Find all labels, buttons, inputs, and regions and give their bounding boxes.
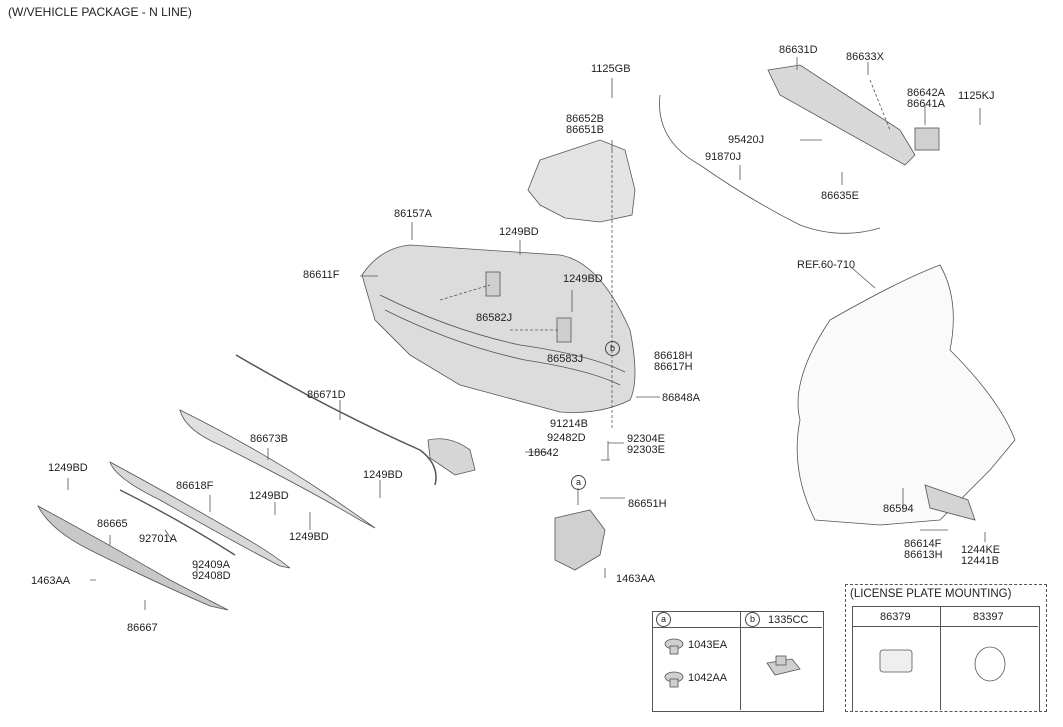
part-label: 1125GB: [591, 63, 631, 75]
part-label: 1249BD: [563, 273, 603, 285]
part-label: 83397: [973, 611, 1004, 623]
part-label: 86642A: [907, 87, 945, 99]
reflector-lamp: [427, 438, 476, 476]
part-label: 18642: [528, 447, 559, 459]
part-label: 86157A: [394, 208, 432, 220]
part-label: 1249BD: [363, 469, 403, 481]
part-label: 86631D: [779, 44, 818, 56]
license-plate-divider: [940, 606, 941, 710]
part-label: 1463AA: [31, 575, 71, 587]
common-parts-header: [652, 611, 822, 628]
common-parts-divider: [740, 611, 741, 710]
part-label: 1125KJ: [958, 90, 995, 102]
common-parts-table: [652, 611, 824, 712]
retainer-86583J: [556, 317, 572, 343]
part-label: 92482D: [547, 432, 586, 444]
part-label: 86594: [883, 503, 914, 515]
part-label: 1249BD: [48, 462, 88, 474]
part-label: 1043EA: [688, 639, 728, 651]
molding-86671D: [235, 354, 437, 486]
part-label: 91870J: [705, 151, 742, 163]
part-label: 1335CC: [768, 614, 809, 626]
ref-label: REF.60-710: [797, 259, 856, 271]
stay-86614F: [924, 484, 976, 521]
part-label: 86613H: [904, 549, 943, 561]
rear-bumper-cover: [361, 244, 636, 413]
pad-86379-icon: [879, 649, 913, 673]
part-label: 92408D: [192, 570, 231, 582]
part-label: 12441B: [961, 555, 999, 567]
garnish-86618F: [109, 461, 291, 569]
part-label: 92304E: [627, 433, 665, 445]
part-label: 86611F: [303, 269, 340, 281]
part-label: 86633X: [846, 51, 884, 63]
part-label: 92409A: [192, 559, 230, 571]
part-label: 86583J: [547, 353, 584, 365]
part-label: 1249BD: [289, 531, 329, 543]
part-label: 86848A: [662, 392, 700, 404]
part-label: 1042AA: [688, 672, 728, 684]
wiring-91870J: [659, 94, 881, 234]
common-parts-icons: [664, 638, 801, 688]
part-label: 86618F: [176, 480, 214, 492]
retainer-86582J: [485, 271, 501, 297]
license-plate-table: [852, 606, 1040, 711]
molding-86673B: [179, 409, 376, 529]
part-label: 86673B: [250, 433, 288, 445]
table-callout-a: a: [656, 612, 671, 627]
part-label: 86667: [127, 622, 158, 634]
part-label: 91214B: [550, 418, 588, 430]
part-label: 1244KE: [961, 544, 1001, 556]
part-label: 86651H: [628, 498, 667, 510]
part-label: 92303E: [627, 444, 665, 456]
license-plate-table-header: [852, 606, 1038, 627]
part-label: 1249BD: [499, 226, 539, 238]
part-label: 95420J: [728, 134, 765, 146]
part-label: 86665: [97, 518, 128, 530]
cap-83397-icon: [974, 646, 1006, 682]
part-label: 86582J: [476, 312, 513, 324]
license-plate-box: [845, 584, 1047, 712]
part-label: 92701A: [139, 533, 177, 545]
part-label: 86652B: [566, 113, 604, 125]
bumper-upper-cover: [527, 139, 636, 223]
callout-b: b: [605, 341, 620, 356]
part-label: 86641A: [907, 98, 945, 110]
part-label: 86651B: [566, 124, 604, 136]
part-label: 86614F: [904, 538, 942, 550]
quarter-panel: [796, 264, 1016, 526]
part-label: 86617H: [654, 361, 693, 373]
part-label: 86379: [880, 611, 911, 623]
lower-cover-86665: [37, 505, 229, 611]
license-plate-header: (LICENSE PLATE MOUNTING): [850, 588, 1012, 600]
part-label: 1463AA: [616, 573, 656, 585]
beam-86631D: [767, 64, 916, 166]
part-label: 86671D: [307, 389, 346, 401]
part-label: 1249BD: [249, 490, 289, 502]
license-plate-icons: [879, 646, 1006, 682]
diagram-title: (W/VEHICLE PACKAGE - N LINE): [8, 5, 192, 19]
bracket-86651H: [554, 509, 606, 571]
table-callout-b: b: [745, 612, 760, 627]
part-label: 86635E: [821, 190, 859, 202]
callout-a: a: [571, 475, 586, 490]
part-label: 86618H: [654, 350, 693, 362]
bracket-86642A: [914, 127, 940, 151]
